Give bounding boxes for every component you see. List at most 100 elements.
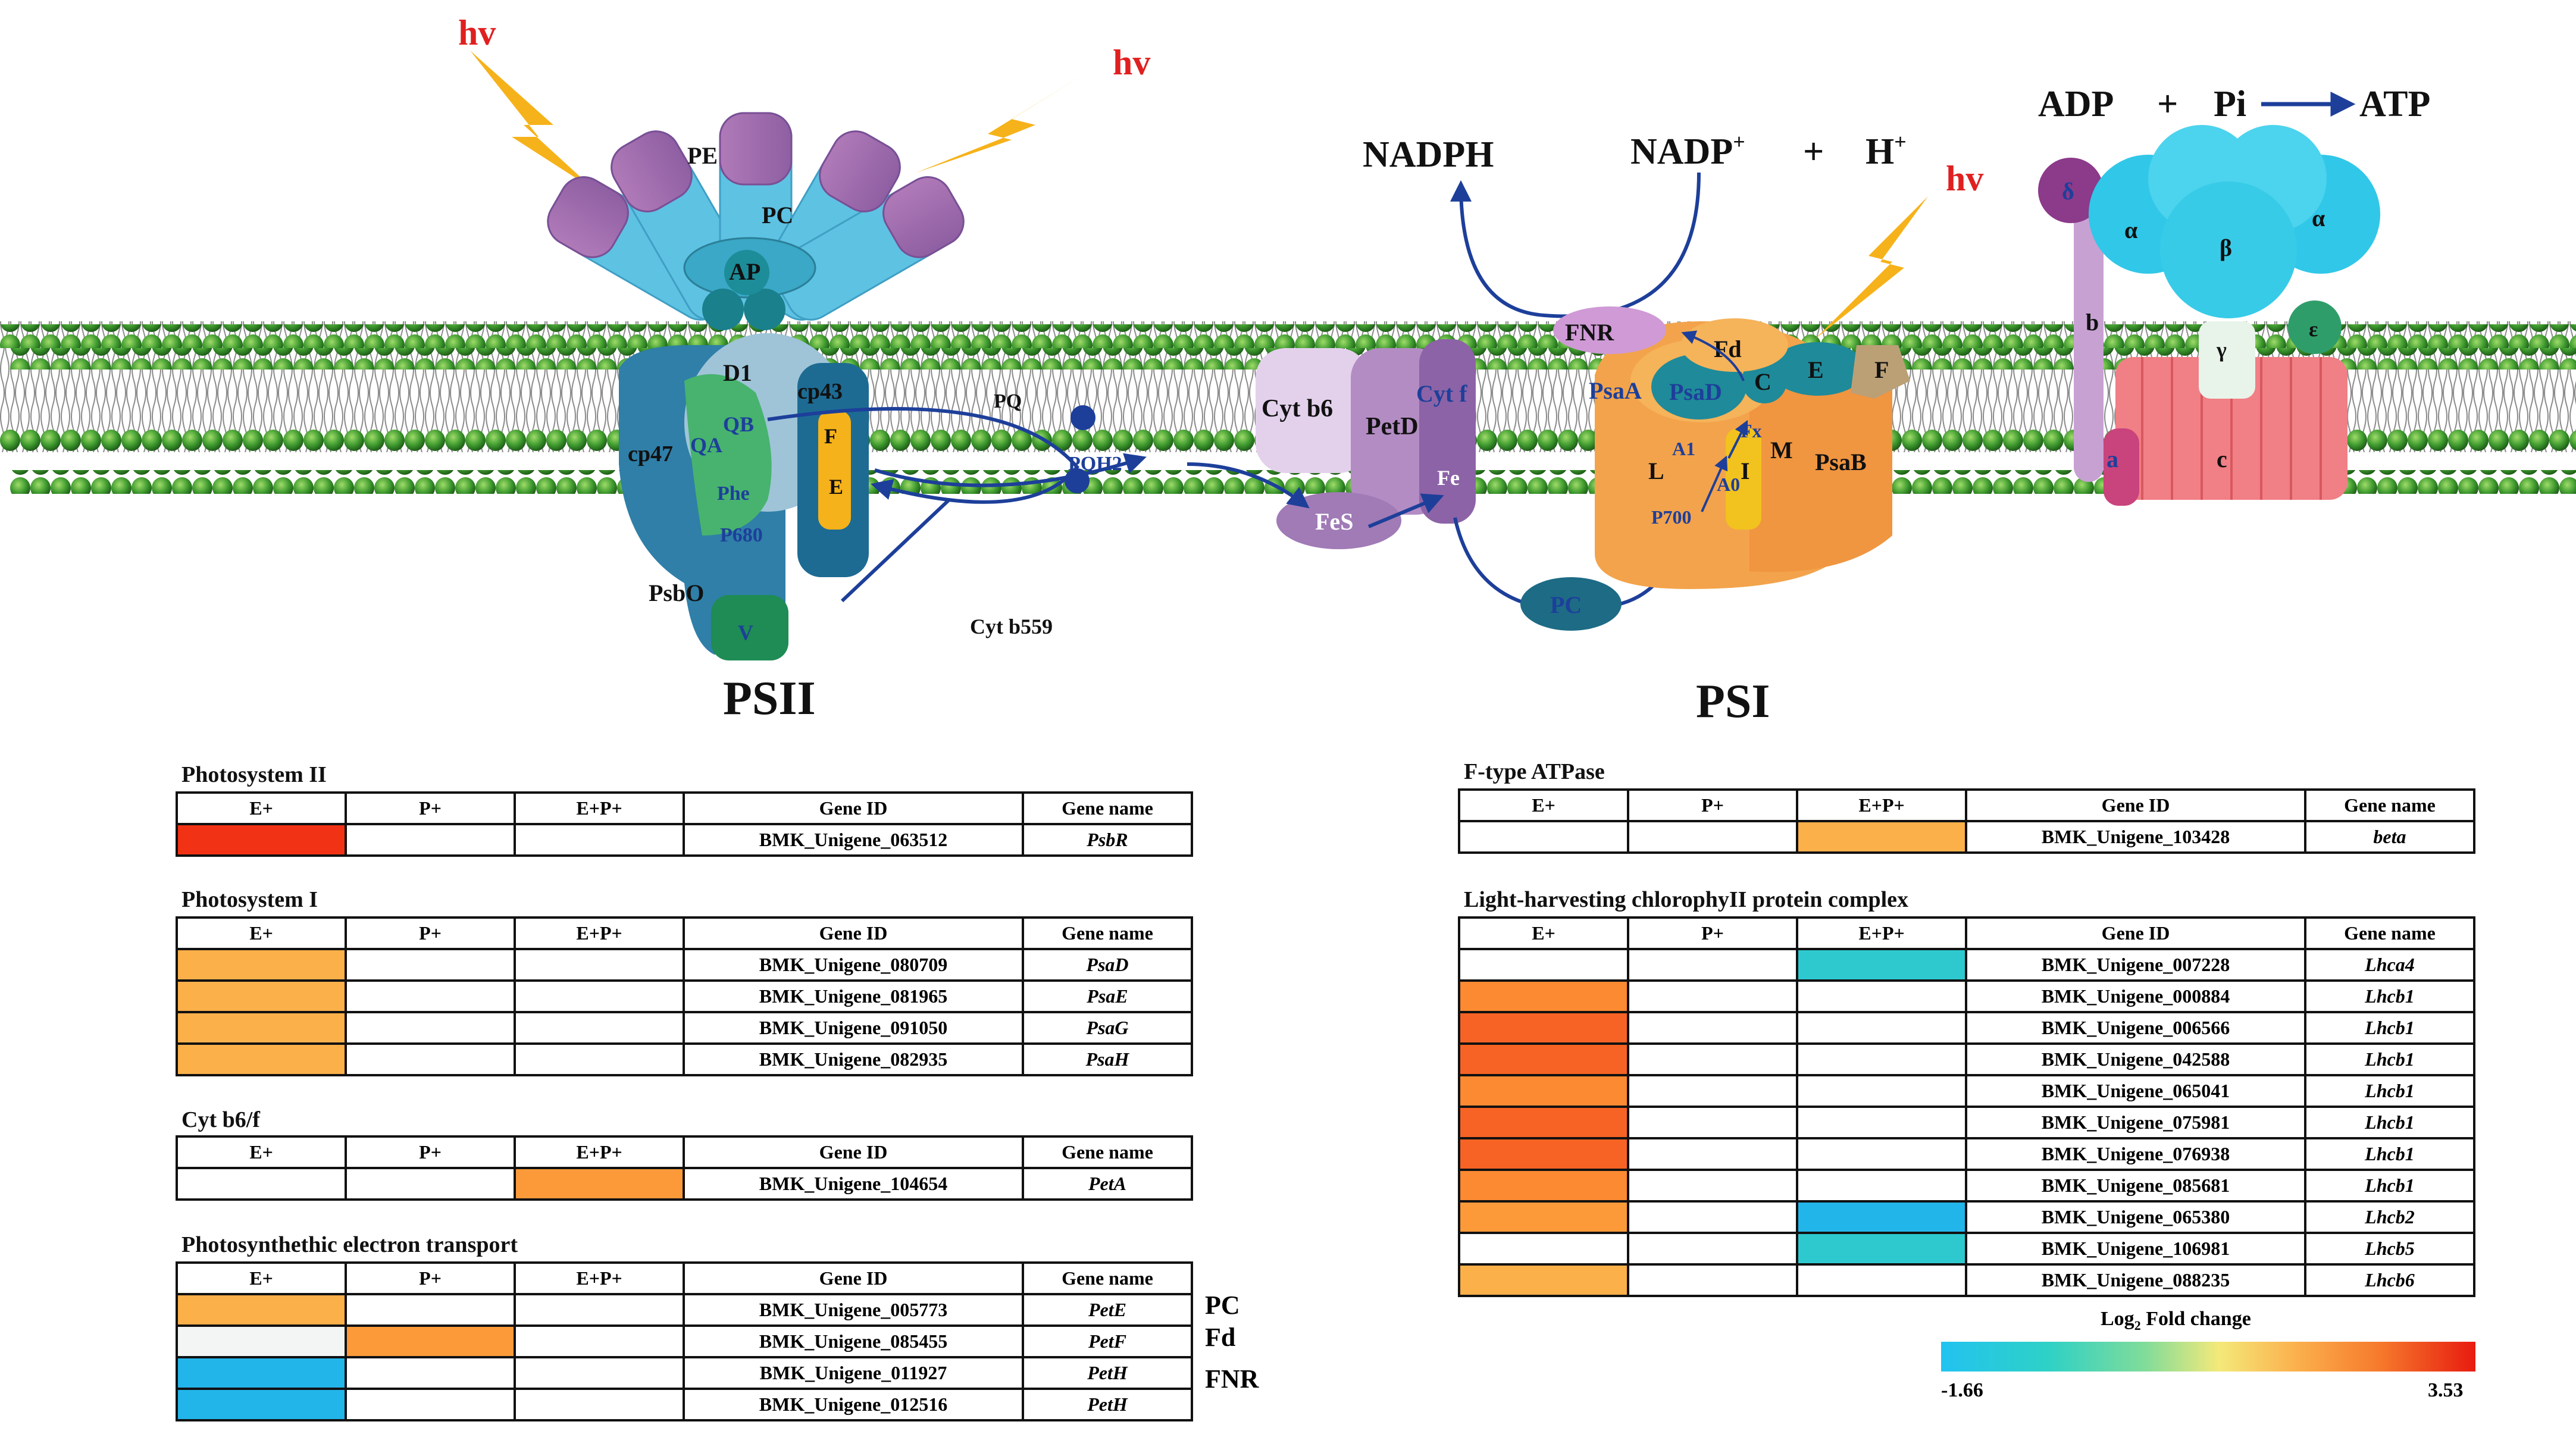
expression-cell bbox=[1457, 1200, 1630, 1234]
gene-name-cell: PetE bbox=[1021, 1293, 1194, 1327]
gene-id-cell: BMK_Unigene_088235 bbox=[1965, 1263, 2306, 1297]
legend-color-scale bbox=[1941, 1342, 2475, 1371]
f-subunit-label: F bbox=[824, 424, 837, 448]
column-header: Gene ID bbox=[683, 791, 1024, 825]
hv-label: hv bbox=[1946, 159, 1983, 198]
gene-id-cell: BMK_Unigene_007228 bbox=[1965, 948, 2306, 982]
pc-label: PC bbox=[762, 202, 793, 228]
phe-label: Phe bbox=[717, 483, 750, 505]
table-title-cytb6f: Cyt b6/f bbox=[181, 1107, 260, 1132]
gene-name-cell: PetF bbox=[1021, 1324, 1194, 1358]
expression-cell bbox=[1627, 1042, 1799, 1076]
expression-cell bbox=[1627, 1169, 1799, 1203]
cyt-b559-label: Cyt b559 bbox=[970, 615, 1053, 638]
e-subunit-label: E bbox=[1808, 356, 1824, 383]
expression-cell bbox=[1627, 1200, 1799, 1234]
p700-label: P700 bbox=[1651, 506, 1692, 528]
gene-name-cell: Lhcb1 bbox=[2303, 979, 2476, 1013]
expression-cell bbox=[345, 948, 517, 982]
gamma-label: γ bbox=[2216, 338, 2227, 362]
table-title-psi: Photosystem I bbox=[181, 887, 318, 912]
fe-label: Fe bbox=[1437, 466, 1460, 490]
nadph-label: NADPH bbox=[1363, 134, 1494, 175]
expression-cell bbox=[1796, 1263, 1968, 1297]
expression-cell bbox=[514, 1011, 686, 1045]
plastocyanin bbox=[1520, 577, 1622, 631]
expression-cell bbox=[514, 823, 686, 857]
gene-id-cell: BMK_Unigene_104654 bbox=[683, 1167, 1024, 1201]
column-header: P+ bbox=[1627, 788, 1799, 822]
column-header: P+ bbox=[1627, 916, 1799, 950]
gene-name-cell: Lhcb1 bbox=[2303, 1137, 2476, 1171]
column-header: Gene ID bbox=[683, 916, 1024, 950]
gene-id-cell: BMK_Unigene_000884 bbox=[1965, 979, 2306, 1013]
expression-cell bbox=[1627, 1106, 1799, 1139]
expression-cell bbox=[1457, 820, 1630, 854]
f-subunit-label: F bbox=[1874, 356, 1889, 383]
e-subunit-label: E bbox=[829, 475, 843, 499]
column-header: Gene ID bbox=[683, 1261, 1024, 1295]
m-subunit-label: M bbox=[1770, 437, 1793, 464]
photosynthesis-pathway-diagram: hv hv hv PE PC AP D1 cp43 bbox=[0, 13, 2576, 728]
column-header: Gene name bbox=[1021, 791, 1194, 825]
expression-cell bbox=[1627, 820, 1799, 854]
gene-name-cell: Lhcb2 bbox=[2303, 1200, 2476, 1234]
cp47-label: cp47 bbox=[628, 441, 673, 466]
gene-id-cell: BMK_Unigene_042588 bbox=[1965, 1042, 2306, 1076]
column-header: P+ bbox=[345, 1261, 517, 1295]
petd-label: PetD bbox=[1366, 413, 1419, 440]
expression-cell bbox=[514, 1167, 686, 1201]
a-subunit-label: a bbox=[2107, 446, 2118, 472]
alpha-label: α bbox=[2312, 205, 2325, 231]
table-title-psii: Photosystem II bbox=[181, 762, 327, 787]
cp43-label: cp43 bbox=[797, 379, 843, 404]
expression-cell bbox=[345, 1356, 517, 1390]
side-label-pc: PC bbox=[1205, 1291, 1240, 1320]
expression-cell bbox=[175, 1011, 348, 1045]
expression-cell bbox=[1796, 1106, 1968, 1139]
gene-id-cell: BMK_Unigene_085455 bbox=[683, 1324, 1024, 1358]
expression-cell bbox=[1457, 1106, 1630, 1139]
column-header: E+ bbox=[175, 916, 348, 950]
column-header: P+ bbox=[345, 791, 517, 825]
side-label-fd: Fd bbox=[1205, 1323, 1236, 1352]
column-header: P+ bbox=[345, 1135, 517, 1169]
beta-label: β bbox=[2220, 234, 2232, 261]
expression-cell bbox=[1457, 1074, 1630, 1108]
gene-id-cell: BMK_Unigene_075981 bbox=[1965, 1106, 2306, 1139]
gene-name-cell: PetH bbox=[1021, 1356, 1194, 1390]
expression-cell bbox=[175, 979, 348, 1013]
expression-cell bbox=[175, 823, 348, 857]
gene-id-cell: BMK_Unigene_080709 bbox=[683, 948, 1024, 982]
expression-cell bbox=[1796, 1042, 1968, 1076]
table-title-pet: Photosynthethic electron transport bbox=[181, 1232, 518, 1257]
gene-id-cell: BMK_Unigene_005773 bbox=[683, 1293, 1024, 1327]
pqh2-label: PQH2 bbox=[1068, 453, 1122, 475]
p680-label: P680 bbox=[720, 524, 763, 546]
phycobilisome bbox=[547, 112, 965, 330]
d1-label: D1 bbox=[723, 359, 752, 386]
gene-id-cell: BMK_Unigene_081965 bbox=[683, 979, 1024, 1013]
gene-id-cell: BMK_Unigene_091050 bbox=[683, 1011, 1024, 1045]
nadph-arrow bbox=[1450, 172, 1701, 318]
psbo-label: PsbO bbox=[649, 580, 704, 606]
hv-label: hv bbox=[458, 13, 496, 52]
expression-cell bbox=[175, 1167, 348, 1201]
column-header: E+ bbox=[175, 1261, 348, 1295]
plus-sign: + bbox=[1803, 131, 1824, 172]
c-subunit-label: c bbox=[2217, 446, 2227, 472]
gene-name-cell: Lhcb1 bbox=[2303, 1042, 2476, 1076]
psad-label: PsaD bbox=[1669, 378, 1722, 405]
atp-label: ATP bbox=[2359, 84, 2430, 124]
gene-name-cell: PsaH bbox=[1021, 1042, 1194, 1076]
